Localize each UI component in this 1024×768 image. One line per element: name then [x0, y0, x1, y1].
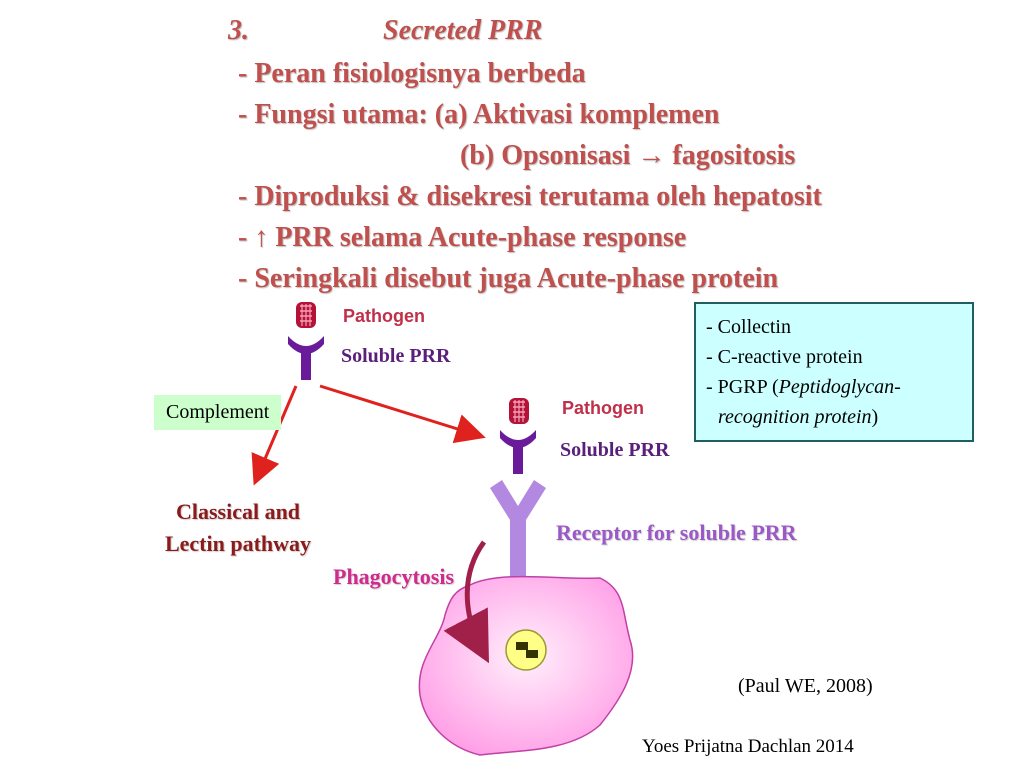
prr-examples-box: - Collectin - C-reactive protein - PGRP …	[694, 302, 974, 442]
classical-line-2: Lectin pathway	[164, 531, 312, 556]
info-item-1-text: Collectin	[717, 316, 791, 338]
info-item-2-text: C-reactive protein	[717, 346, 863, 368]
arrow-to-opsonized	[319, 384, 486, 444]
receptor-label: Receptor for soluble PRR	[556, 520, 797, 545]
info-item-3-italic-b: recognition protein	[718, 406, 872, 428]
info-item-crp: - C-reactive protein	[706, 342, 962, 372]
bullet-line-5: - ↑ PRR selama Acute-phase response	[238, 222, 687, 253]
bullet-line-1: - Peran fisiologisnya berbeda	[238, 58, 586, 89]
soluble-prr-1-label: Soluble PRR	[341, 345, 451, 367]
pathogen-1-label: Pathogen	[343, 306, 426, 326]
info-item-collectin: - Collectin	[706, 312, 962, 342]
info-item-3-close: )	[871, 406, 879, 428]
info-item-3-prefix: -	[706, 376, 713, 398]
classical-line-1: Classical and	[175, 499, 301, 524]
soluble-prr-1-icon	[288, 336, 324, 380]
arrow-to-classical	[251, 385, 298, 486]
soluble-prr-2-icon	[500, 430, 536, 474]
section-title: Secreted PRR	[383, 15, 543, 46]
info-item-1-prefix: -	[706, 316, 713, 338]
info-item-pgrp: - PGRP (Peptidoglycan-	[706, 372, 962, 402]
phagocytosis-arrow	[443, 540, 489, 664]
info-item-3-italic-a: Peptidoglycan-	[778, 376, 901, 398]
bullet-line-6: - Seringkali disebut juga Acute-phase pr…	[238, 263, 779, 294]
info-item-3-label: PGRP (	[717, 376, 779, 398]
pathogen-1-icon	[296, 302, 316, 328]
citation: (Paul WE, 2008)	[738, 675, 873, 697]
bullet-line-4: - Diproduksi & disekresi terutama oleh h…	[238, 181, 822, 212]
soluble-prr-2-label: Soluble PRR	[560, 439, 670, 461]
bullet-line-2: - Fungsi utama: (a) Aktivasi komplemen	[238, 99, 720, 130]
complement-box: Complement	[154, 395, 282, 430]
nucleus-icon	[505, 629, 547, 671]
pathogen-2-label: Pathogen	[562, 398, 645, 418]
bullet-line-3: (b) Opsonisasi → fagositosis	[460, 140, 796, 171]
classical-lectin-label: Classical and Lectin pathway	[138, 496, 338, 560]
receptor-icon	[490, 480, 546, 578]
footer-author: Yoes Prijatna Dachlan 2014	[642, 736, 854, 757]
info-item-2-prefix: -	[706, 346, 713, 368]
section-number: 3.	[228, 15, 249, 46]
phagocytosis-label: Phagocytosis	[333, 564, 454, 589]
info-item-pgrp-cont: recognition protein)	[706, 402, 962, 432]
pathogen-2-icon	[509, 398, 529, 424]
